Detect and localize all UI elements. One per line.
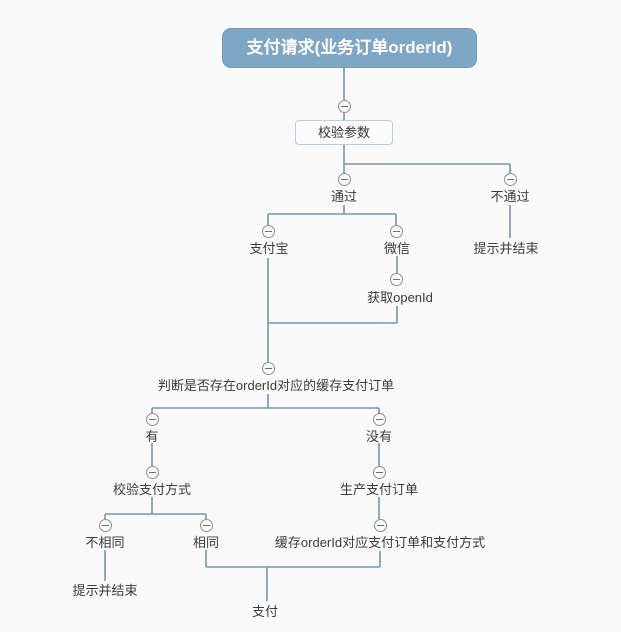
- node-cache-order[interactable]: 缓存orderId对应支付订单和支付方式: [274, 535, 486, 550]
- collapse-icon-has[interactable]: [145, 412, 159, 426]
- node-has-not[interactable]: 没有: [365, 429, 393, 444]
- minus-glyph: [375, 418, 383, 420]
- collapse-icon-alipay[interactable]: [261, 224, 275, 238]
- collapse-icon-has-not[interactable]: [372, 412, 386, 426]
- node-validate-params[interactable]: 校验参数: [295, 120, 393, 145]
- collapse-icon-wechat[interactable]: [389, 224, 403, 238]
- collapse-icon-get-openid[interactable]: [389, 272, 403, 286]
- minus-glyph: [202, 524, 210, 526]
- collapse-icon-not-same[interactable]: [98, 518, 112, 532]
- node-not-pass[interactable]: 不通过: [490, 189, 530, 204]
- node-notify-end-right[interactable]: 提示并结束: [473, 241, 539, 256]
- minus-glyph: [375, 471, 383, 473]
- node-check-pay-method[interactable]: 校验支付方式: [112, 482, 192, 497]
- minus-glyph: [376, 524, 384, 526]
- collapse-icon-same[interactable]: [199, 518, 213, 532]
- minus-glyph: [101, 524, 109, 526]
- minus-glyph: [264, 230, 272, 232]
- minus-glyph: [392, 278, 400, 280]
- collapse-icon-check-pay-method[interactable]: [145, 465, 159, 479]
- node-same[interactable]: 相同: [192, 535, 220, 550]
- node-alipay[interactable]: 支付宝: [249, 241, 289, 256]
- minus-glyph: [340, 178, 348, 180]
- node-create-pay-order[interactable]: 生产支付订单: [339, 482, 419, 497]
- minus-glyph: [392, 230, 400, 232]
- collapse-icon-validate-params[interactable]: [337, 99, 351, 113]
- minus-glyph: [148, 418, 156, 420]
- collapse-icon-create-pay-order[interactable]: [372, 465, 386, 479]
- minus-glyph: [506, 178, 514, 180]
- node-wechat[interactable]: 微信: [383, 241, 411, 256]
- minus-glyph: [148, 471, 156, 473]
- minus-glyph: [340, 105, 348, 107]
- collapse-icon-judge[interactable]: [261, 361, 275, 375]
- node-not-same[interactable]: 不相同: [85, 535, 125, 550]
- collapse-icon-cache-order[interactable]: [373, 518, 387, 532]
- node-get-openid[interactable]: 获取openId: [367, 290, 433, 305]
- collapse-icon-not-pass[interactable]: [503, 172, 517, 186]
- minus-glyph: [264, 367, 272, 369]
- node-judge-cache-order[interactable]: 判断是否存在orderId对应的缓存支付订单: [157, 378, 395, 393]
- node-pass[interactable]: 通过: [330, 189, 358, 204]
- node-has[interactable]: 有: [145, 429, 159, 444]
- node-payment-request[interactable]: 支付请求(业务订单orderId): [222, 28, 477, 68]
- node-pay[interactable]: 支付: [251, 604, 279, 619]
- collapse-icon-pass[interactable]: [337, 172, 351, 186]
- node-notify-end-left[interactable]: 提示并结束: [72, 583, 138, 598]
